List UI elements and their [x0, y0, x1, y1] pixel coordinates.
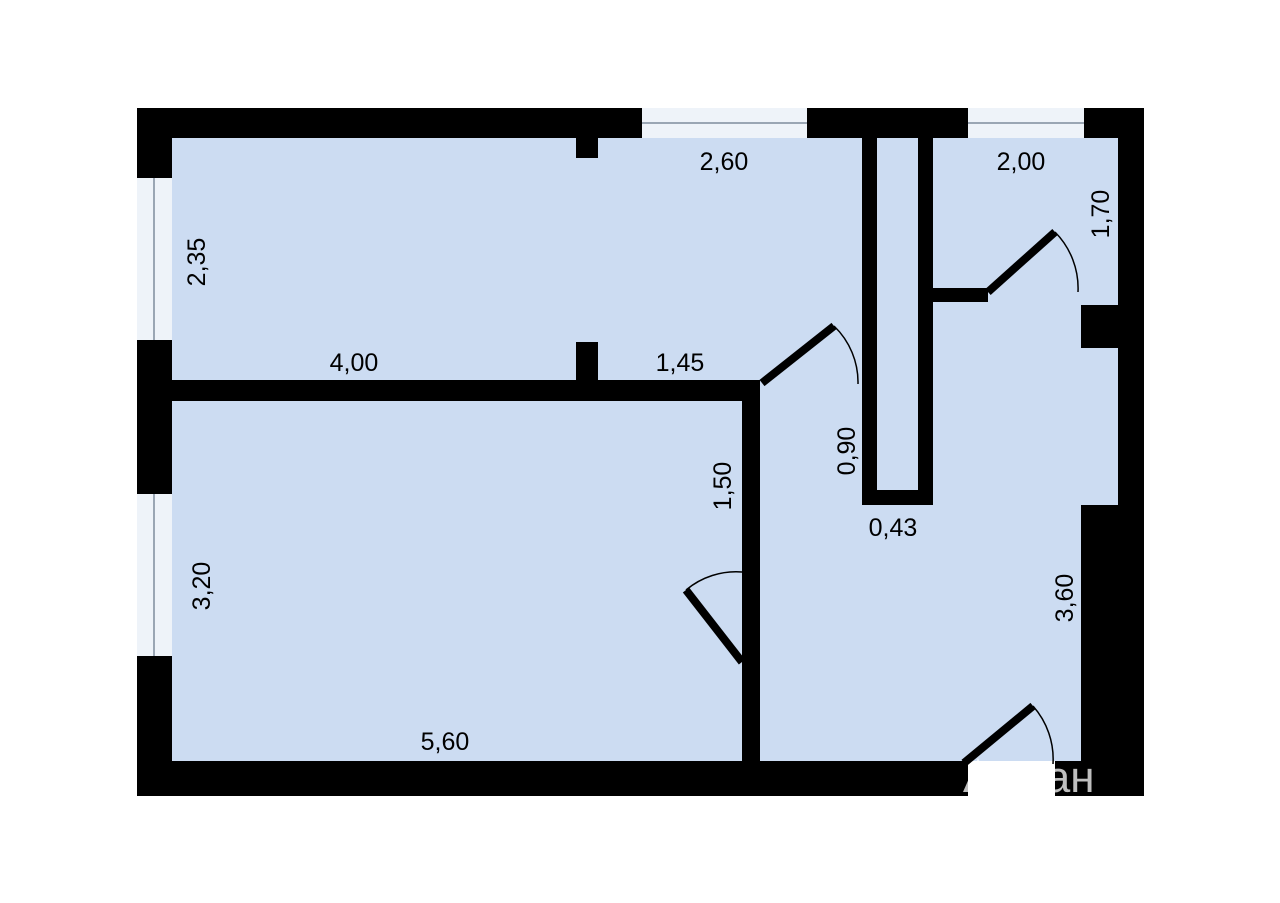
room-1-floor: [172, 138, 862, 380]
shaft-inner: [877, 138, 918, 490]
dim-room1-height: 2,35: [183, 238, 211, 287]
room-2-floor: [172, 401, 742, 761]
pillar-top: [576, 138, 598, 158]
door-room2: [682, 587, 746, 665]
dim-room2-width: 5,60: [421, 728, 470, 756]
door-room1: [759, 322, 837, 387]
wall-hall-right: [1081, 505, 1144, 761]
dim-room1-top: 2,60: [700, 148, 749, 176]
cian-logo-icon: [963, 758, 993, 792]
watermark: циан: [963, 753, 1095, 802]
door-entrance: [961, 702, 1036, 767]
dim-room1-width-left: 4,00: [330, 349, 379, 377]
pillar-bottom: [576, 342, 598, 382]
dim-door-hall: 0,90: [833, 427, 861, 476]
dim-room2-right: 1,50: [709, 462, 737, 511]
door-bathroom: [985, 229, 1058, 295]
wall-room2-hall-lower: [742, 660, 760, 761]
wall-room1-room2: [172, 380, 760, 401]
wall-hall-right-stub: [1081, 305, 1118, 348]
wall-bath-bottom: [933, 288, 988, 302]
dim-room2-height: 3,20: [188, 562, 216, 611]
dim-bath-height: 1,70: [1087, 190, 1115, 239]
dim-bath-width: 2,00: [997, 148, 1046, 176]
watermark-text: циан: [996, 753, 1095, 802]
wall-room2-hall-upper: [742, 380, 760, 572]
dim-room1-width-right: 1,45: [656, 349, 705, 377]
dim-hall-height: 3,60: [1051, 574, 1079, 623]
dim-shaft: 0,43: [869, 514, 918, 542]
